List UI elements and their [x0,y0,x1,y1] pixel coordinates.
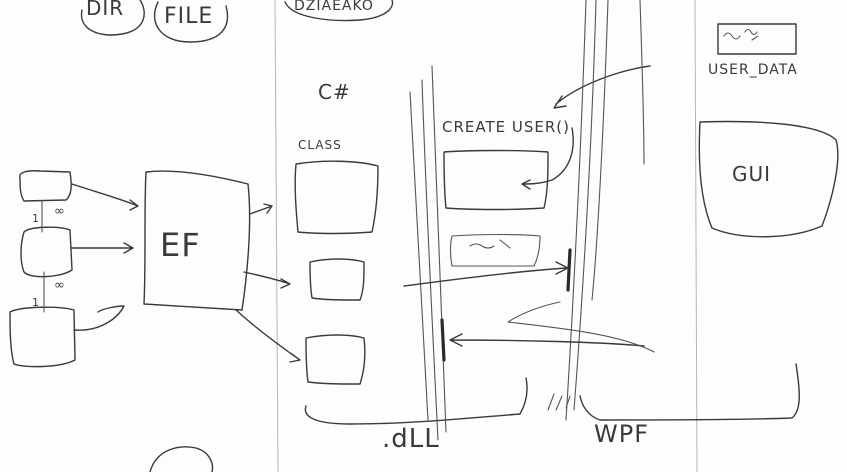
dir-label: DIR [86,0,125,20]
arrow-ef-class1 [249,203,273,215]
paper-fold-line-right [694,0,698,472]
class-box-3 [305,334,366,385]
infinity-label-1: ∞ [54,204,66,219]
wpf-label: WPF [594,420,650,448]
db-table-1 [19,170,72,202]
one-label-1: 1 [32,212,40,225]
class-box-1 [294,160,379,235]
arrow-db1-ef [71,183,139,211]
user-data-box-scribble [723,28,759,41]
dziaeako-label: DZIAEAKO [294,0,374,14]
create-user-curve-arrow [521,127,574,190]
ef-box [143,170,251,311]
wpf-bracket [579,363,800,421]
dll-boundary-line-a [409,91,429,421]
csharp-label: C# [318,80,351,104]
class-label: CLASS [298,138,342,152]
dziaeako-circle [284,0,394,22]
paper-fold-line [274,0,279,472]
arrow-wpf-to-dll [449,333,645,347]
arrow-ef-class2 [243,271,291,289]
gui-label: GUI [732,162,772,186]
class-box-2 [309,258,365,301]
return-curve [507,301,655,353]
user-data-box [717,23,797,55]
file-label: FILE [164,4,214,29]
dir-circle [80,0,145,36]
arrow-db3-ef [73,305,125,331]
dll-boundary-line-c [431,65,447,433]
ef-label: EF [160,226,201,264]
file-circle [153,1,229,43]
db-table-3 [9,306,76,368]
faint-box [449,233,541,267]
db-table-2 [20,226,73,278]
wpf-boundary-line-a [565,0,587,421]
wpf-interface-mark [566,248,572,292]
wpf-boundary-line-d [639,0,645,165]
bottom-scribble [547,393,571,411]
infinity-label-2: ∞ [54,278,66,293]
dll-boundary-line-b [421,79,439,441]
wpf-boundary-line-c [591,0,609,301]
arrow-ef-class3 [235,309,301,363]
faint-box-scribble [469,239,511,249]
arrow-dll-to-wpf [403,261,569,287]
wpf-boundary-line-b [573,0,597,411]
circle-fragment [149,446,214,472]
dll-label: .dLL [382,424,440,454]
create-user-box [443,149,549,211]
user-data-label: USER_DATA [708,62,798,78]
arrow-db2-ef [71,242,134,254]
create-user-label: CREATE USER() [442,118,570,136]
gui-blob [698,120,839,238]
arrow-gui-createuser [553,65,651,109]
dll-interface-mark [440,318,446,362]
dll-bracket [304,377,528,425]
one-label-2: 1 [32,296,40,309]
